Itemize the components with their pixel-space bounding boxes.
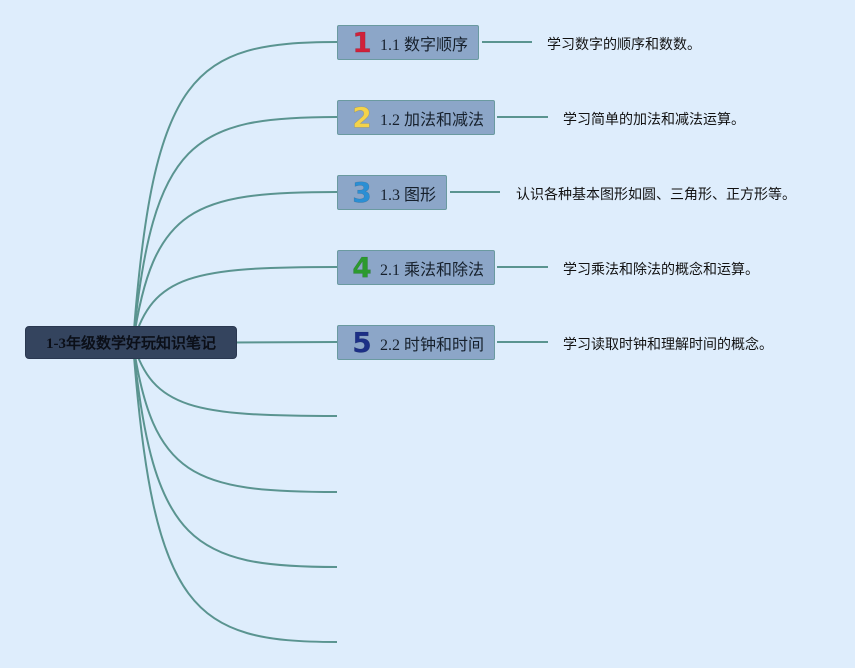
note-2[interactable]: 学习简单的加法和减法运算。 xyxy=(563,113,745,128)
topic-label: 1.2 加法和减法 xyxy=(380,111,485,129)
branch-line xyxy=(132,266,338,344)
number-one-icon: 1 xyxy=(352,25,372,59)
branch-line xyxy=(132,342,338,417)
topic-label: 1.1 数字顺序 xyxy=(380,36,469,54)
topic-label: 2.2 时钟和时间 xyxy=(380,336,485,354)
topic-4[interactable]: 4 2.1 乘法和除法 xyxy=(337,250,496,285)
note-3[interactable]: 认识各种基本图形如圆、三角形、正方形等。 xyxy=(516,188,796,203)
note-5[interactable]: 学习读取时钟和理解时间的概念。 xyxy=(563,338,773,353)
branch-line xyxy=(132,191,338,344)
topic-1[interactable]: 1 1.1 数字顺序 xyxy=(337,25,480,60)
branch-line xyxy=(132,41,338,344)
number-two-icon: 2 xyxy=(352,100,372,134)
number-five-icon: 5 xyxy=(352,325,372,359)
topic-3[interactable]: 3 1.3 图形 xyxy=(337,175,448,210)
branch-line xyxy=(132,342,338,493)
topic-label: 2.1 乘法和除法 xyxy=(380,261,485,279)
number-three-icon: 3 xyxy=(352,175,372,209)
note-4[interactable]: 学习乘法和除法的概念和运算。 xyxy=(563,263,759,278)
root-topic-label: 1-3年级数学好玩知识笔记 xyxy=(46,336,216,352)
root-topic[interactable]: 1-3年级数学好玩知识笔记 xyxy=(25,326,237,359)
note-1[interactable]: 学习数字的顺序和数数。 xyxy=(547,38,701,53)
topic-label: 1.3 图形 xyxy=(380,186,437,204)
branch-line xyxy=(132,116,338,344)
topic-5[interactable]: 5 2.2 时钟和时间 xyxy=(337,325,496,360)
branch-line xyxy=(132,342,338,568)
branch-line xyxy=(132,342,338,643)
topic-2[interactable]: 2 1.2 加法和减法 xyxy=(337,100,496,135)
number-four-icon: 4 xyxy=(352,250,372,284)
